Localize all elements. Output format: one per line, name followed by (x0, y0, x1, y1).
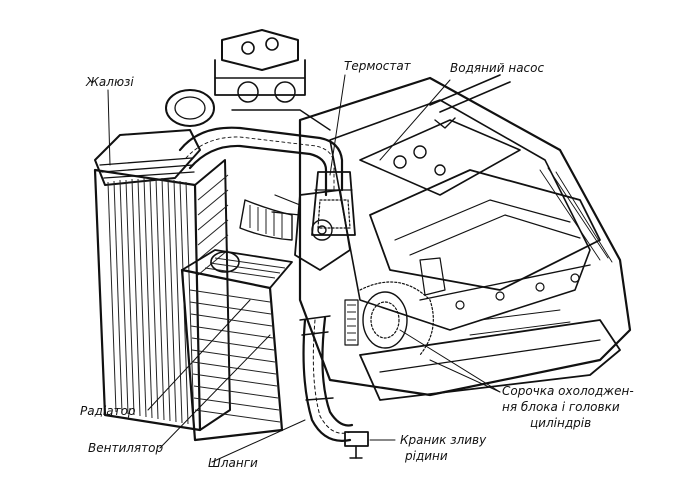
louvers (99, 157, 195, 179)
label-hoses: Шланги (208, 456, 258, 470)
water-pump (239, 189, 351, 271)
upper-hose (178, 126, 344, 197)
label-water-pump: Водяний насос (450, 61, 544, 75)
fan (180, 249, 293, 442)
thermostat (311, 171, 356, 236)
water-jacket (344, 257, 446, 356)
label-thermostat: Термостат (344, 59, 412, 73)
label-radiator: Радіатор (80, 404, 136, 418)
label-fan: Вентилятор (88, 441, 163, 455)
label-jacket-3: циліндрів (530, 416, 591, 430)
drain-tap (344, 431, 369, 459)
engine-block (298, 74, 632, 401)
label-jacket-2: ня блока і головки (502, 400, 620, 414)
radiator (93, 129, 231, 432)
lower-hose (299, 315, 354, 442)
label-jacket-1: Сорочка охолоджен- (502, 384, 634, 398)
label-louvers: Жалюзі (85, 75, 134, 89)
label-drain-tap-2: рідини (404, 449, 448, 463)
leader-lines (107, 74, 501, 463)
label-drain-tap-1: Краник зливу (400, 433, 487, 447)
air-filter (165, 29, 331, 131)
